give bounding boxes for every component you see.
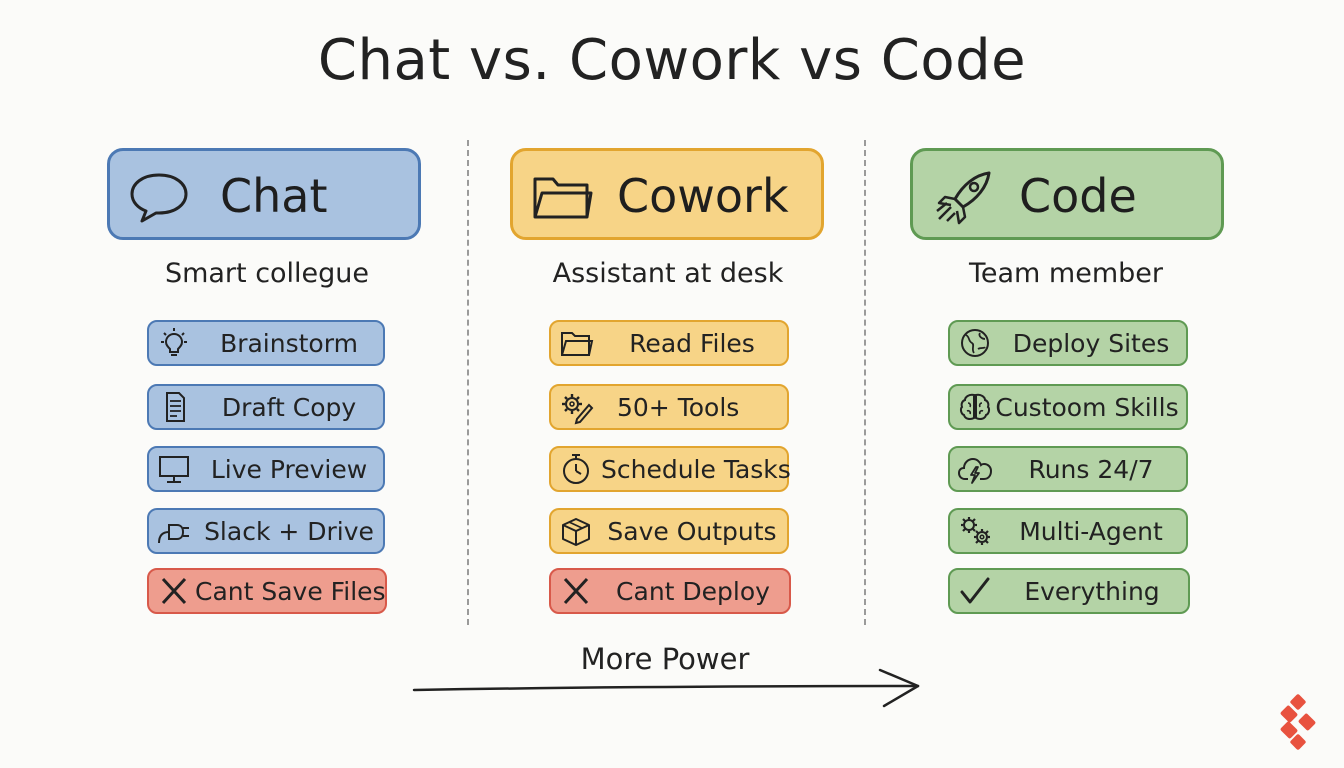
chat-item-cant-save-files: Cant Save Files (147, 568, 387, 614)
cross-icon (161, 577, 187, 605)
code-subtitle: Team member (968, 258, 1163, 289)
cowork-item-label: Schedule Tasks (601, 455, 791, 484)
cowork-subtitle: Assistant at desk (552, 258, 784, 289)
cowork-item-label: Save Outputs (607, 517, 777, 546)
lightbulb-icon (161, 328, 187, 356)
code-item-label: Custoom Skills (995, 393, 1179, 422)
chat-subtitle: Smart collegue (164, 258, 370, 289)
plug-icon (158, 524, 189, 544)
column-divider (467, 140, 469, 625)
cowork-item-save-outputs: Save Outputs (549, 508, 789, 554)
gears-icon (961, 517, 990, 545)
speech-bubble-icon (130, 173, 188, 223)
chat-item-brainstorm: Brainstorm (147, 320, 385, 366)
code-item-label: Deploy Sites (1012, 329, 1170, 358)
gear-pencil-icon (562, 394, 594, 425)
code-header-label: Code (1019, 169, 1137, 223)
cross-icon (563, 577, 589, 605)
code-header: Code (910, 148, 1224, 240)
chat-header-label: Chat (220, 169, 328, 223)
page-title: Chat vs. Cowork vs Code (317, 28, 1027, 93)
cowork-item-read-files: Read Files (549, 320, 789, 366)
more-power-label: More Power (580, 642, 750, 676)
cowork-header-label: Cowork (617, 169, 789, 223)
code-item-custoom-skills: Custoom Skills (948, 384, 1188, 430)
brain-icon (959, 393, 991, 420)
chat-item-label: Draft Copy (221, 393, 357, 422)
chat-item-live-preview: Live Preview (147, 446, 385, 492)
folder-icon (561, 332, 594, 356)
chat-item-label: Slack + Drive (204, 517, 374, 546)
document-icon (166, 392, 185, 422)
chat-header: Chat (107, 148, 421, 240)
cowork-item-label: Cant Deploy (616, 577, 770, 606)
cloud-lightning-icon (957, 457, 993, 484)
cowork-item-label: 50+ Tools (617, 393, 740, 422)
monitor-icon (159, 456, 189, 483)
code-item-runs-24-7: Runs 24/7 (948, 446, 1188, 492)
chat-item-draft-copy: Draft Copy (147, 384, 385, 430)
code-item-label: Everything (1024, 577, 1160, 606)
globe-icon (961, 329, 989, 357)
chat-item-slack-drive: Slack + Drive (147, 508, 385, 554)
cowork-item-cant-deploy: Cant Deploy (549, 568, 791, 614)
code-item-multi-agent: Multi-Agent (948, 508, 1188, 554)
code-item-label: Multi-Agent (1019, 517, 1163, 546)
code-item-everything: Everything (948, 568, 1190, 614)
code-item-label: Runs 24/7 (1028, 455, 1154, 484)
code-item-deploy-sites: Deploy Sites (948, 320, 1188, 366)
cowork-item-50-tools: 50+ Tools (549, 384, 789, 430)
check-icon (960, 577, 990, 604)
stopwatch-icon (563, 454, 589, 484)
column-divider (864, 140, 866, 625)
cowork-item-label: Read Files (629, 329, 755, 358)
box-icon (562, 518, 590, 546)
cowork-item-schedule-tasks: Schedule Tasks (549, 446, 791, 492)
arrow-right-icon (412, 668, 920, 708)
chat-item-label: Live Preview (210, 455, 368, 484)
brand-logo-icon (1280, 694, 1316, 750)
chat-item-label: Cant Save Files (195, 577, 386, 606)
chat-item-label: Brainstorm (220, 329, 358, 358)
rocket-icon (936, 171, 991, 225)
folder-icon (533, 177, 593, 219)
cowork-header: Cowork (510, 148, 824, 240)
